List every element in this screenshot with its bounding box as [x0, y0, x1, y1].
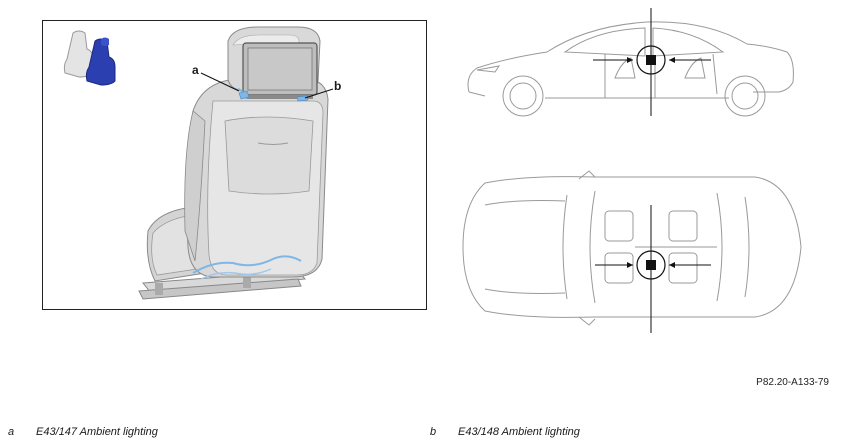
callout-a: a — [192, 63, 199, 77]
seat-detail-panel: a b — [42, 20, 427, 310]
legend-item-a: a E43/147 Ambient lighting — [8, 426, 158, 438]
reference-code: P82.20-A133-79 — [756, 377, 829, 388]
seat-backrest — [184, 78, 329, 278]
legend-text: E43/148 Ambient lighting — [458, 426, 580, 438]
callout-b: b — [334, 79, 342, 93]
seat-location-icon — [63, 30, 116, 86]
legend-item-b: b E43/148 Ambient lighting — [430, 426, 580, 438]
ambient-lighting-wiring — [192, 88, 309, 280]
seat-illustration — [63, 26, 334, 300]
callout-line-a — [200, 72, 240, 92]
vehicle-top-view — [462, 170, 802, 333]
legend-letter: b — [430, 426, 437, 438]
vehicle-side-view — [467, 8, 794, 117]
legend-letter: a — [8, 426, 15, 438]
location-marker-top — [595, 205, 711, 333]
location-marker-side — [593, 8, 711, 116]
rear-display — [242, 42, 318, 99]
callout-line-b — [304, 88, 334, 99]
legend-text: E43/147 Ambient lighting — [36, 426, 158, 438]
